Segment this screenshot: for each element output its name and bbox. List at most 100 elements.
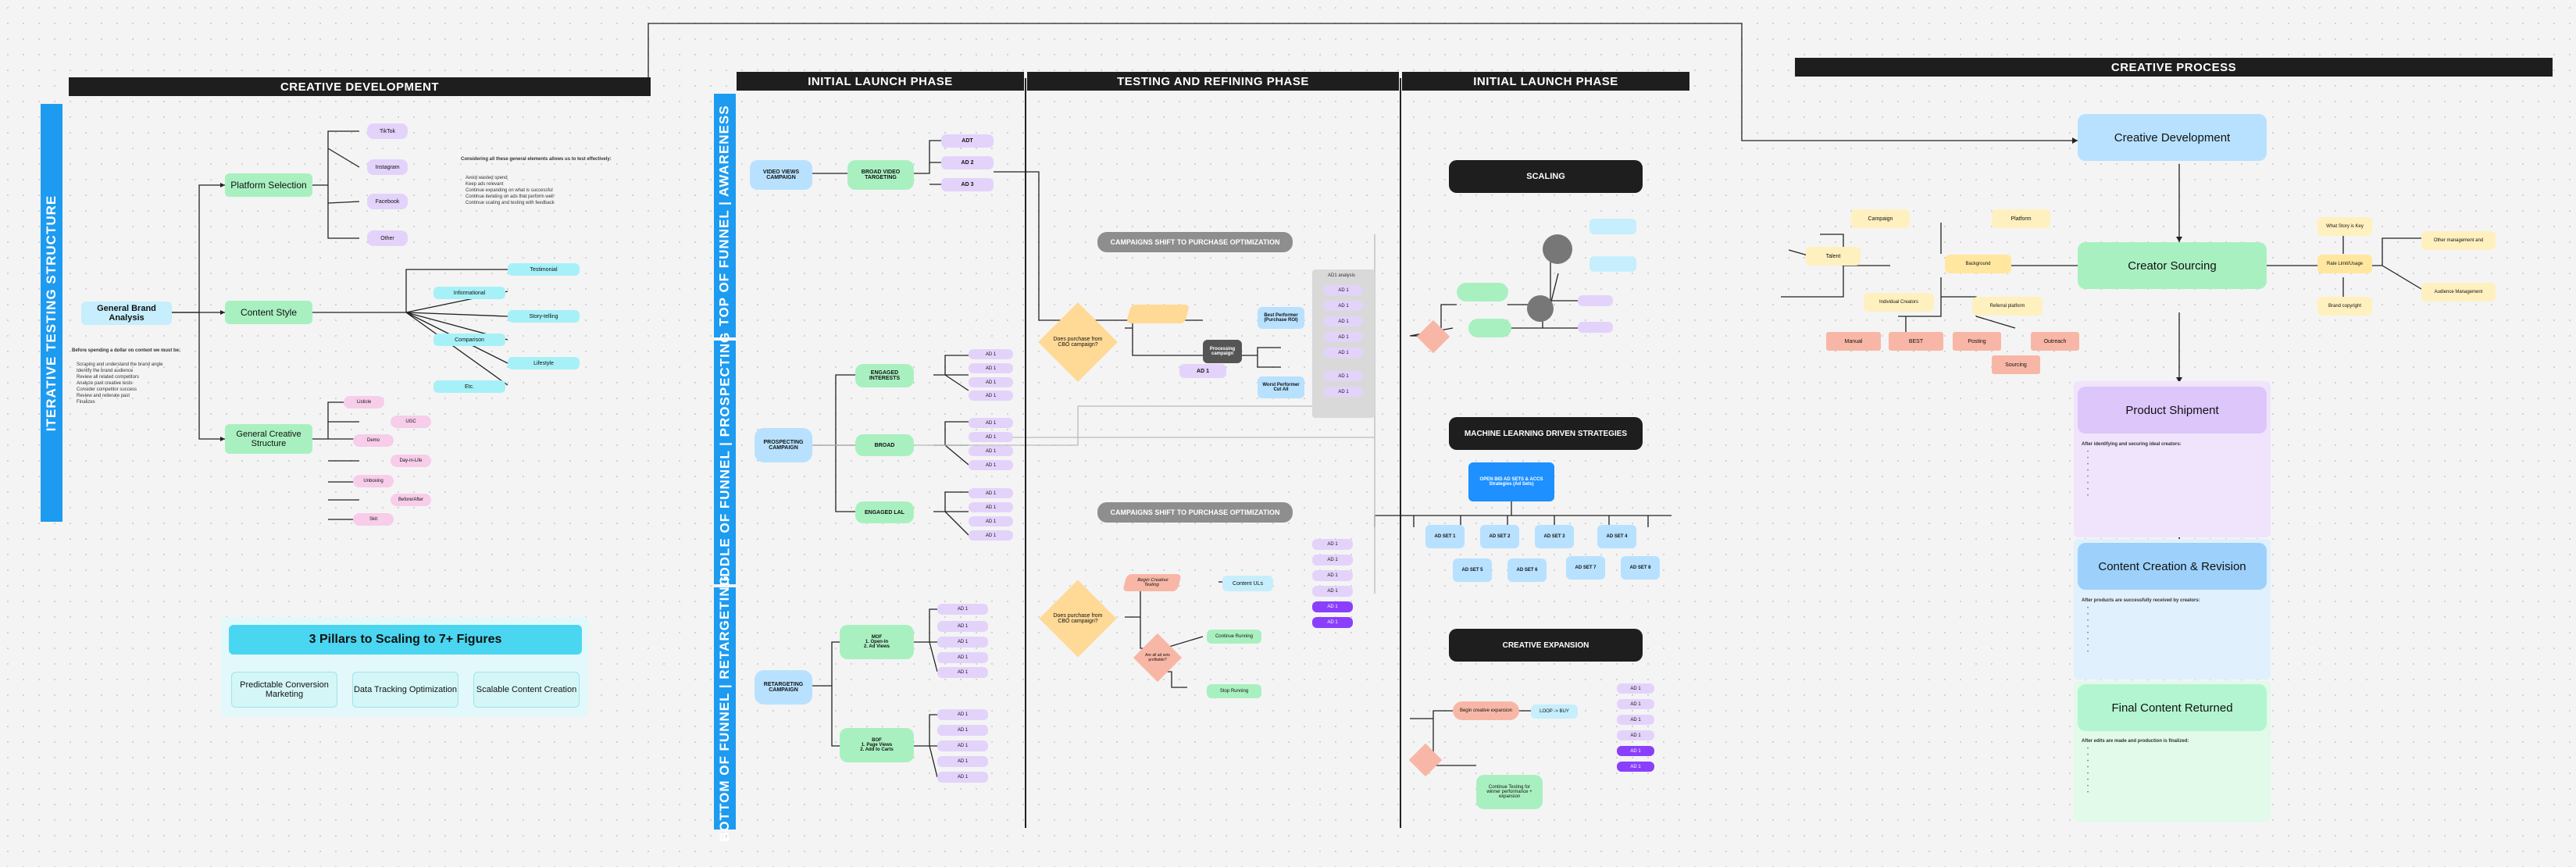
bofu-ad[interactable]: AD 1 bbox=[937, 709, 988, 720]
mofu-ad[interactable]: AD 1 bbox=[969, 488, 1013, 498]
expansion-ad[interactable]: AD 1 bbox=[1617, 683, 1654, 694]
analysis-ad[interactable]: AD 1 bbox=[1324, 301, 1363, 311]
platform-tiktok[interactable]: TikTok bbox=[367, 123, 408, 139]
scaling-out-1[interactable] bbox=[1589, 219, 1636, 234]
analysis-ad[interactable]: AD 1 bbox=[1324, 285, 1363, 295]
ml-adset-4[interactable]: AD SET 4 bbox=[1597, 525, 1636, 548]
testing-ad[interactable]: AD 1 bbox=[1312, 555, 1353, 566]
general-creative-structure[interactable]: General Creative Structure bbox=[225, 424, 312, 454]
sourcing-other-mgmt[interactable]: Other management and bbox=[2421, 231, 2496, 250]
ml-adset-3[interactable]: AD SET 3 bbox=[1535, 525, 1574, 548]
bofu-ad[interactable]: AD 1 bbox=[937, 604, 988, 615]
scaling-step-2[interactable] bbox=[1468, 319, 1511, 337]
ml-main[interactable]: OPEN BID AD SETS & ACCS Strategies (Ad S… bbox=[1468, 462, 1554, 501]
expansion-continue[interactable]: Continue Testing for winner performance … bbox=[1476, 775, 1543, 809]
structure-listicle[interactable]: Listicle bbox=[344, 396, 384, 409]
sourcing-tag-outreach[interactable]: Outreach bbox=[2031, 332, 2079, 351]
mofu-ad[interactable]: AD 1 bbox=[969, 363, 1013, 373]
sourcing-tag-sourcing[interactable]: Sourcing bbox=[1992, 355, 2040, 374]
mofu-ad[interactable]: AD 1 bbox=[969, 502, 1013, 512]
sourcing-individual[interactable]: Individual Creators bbox=[1864, 293, 1934, 312]
bofu-ad[interactable]: AD 1 bbox=[937, 652, 988, 663]
pillar-conversion[interactable]: Predictable Conversion Marketing bbox=[231, 672, 337, 708]
style-etc[interactable]: Etc. bbox=[433, 380, 505, 393]
expansion-begin[interactable]: Begin creative expansion bbox=[1453, 701, 1519, 720]
sourcing-tag-posting[interactable]: Posting bbox=[1953, 332, 2001, 351]
structure-ugc[interactable]: UGC bbox=[391, 416, 431, 428]
bofu-ad[interactable]: AD 1 bbox=[937, 756, 988, 767]
continue-running[interactable]: Continue Running bbox=[1207, 630, 1261, 644]
sourcing-audience-mgmt[interactable]: Audience Management bbox=[2421, 283, 2496, 301]
testing-ad-active[interactable]: AD 1 bbox=[1312, 617, 1353, 628]
tofu-ad-2[interactable]: AD 2 bbox=[941, 156, 994, 169]
mofu-engaged-interests[interactable]: ENGAGED INTERESTS bbox=[855, 364, 914, 387]
mofu-ad[interactable]: AD 1 bbox=[969, 432, 1013, 442]
sourcing-platform[interactable]: Platform bbox=[1992, 209, 2050, 228]
style-testimonial[interactable]: Testimonial bbox=[508, 263, 580, 276]
process-creative-development[interactable]: Creative Development bbox=[2078, 114, 2267, 161]
platform-facebook[interactable]: Facebook bbox=[367, 194, 408, 209]
expansion-ad-active[interactable]: AD 1 bbox=[1617, 746, 1654, 756]
sourcing-story[interactable]: What Story is Key bbox=[2317, 217, 2372, 236]
mofu-ad[interactable]: AD 1 bbox=[969, 349, 1013, 359]
scaling-step-1[interactable] bbox=[1457, 283, 1508, 301]
process-content-revision[interactable]: Content Creation & Revision bbox=[2078, 543, 2267, 590]
expansion-ad-active[interactable]: AD 1 bbox=[1617, 762, 1654, 772]
tofu-video-views[interactable]: VIDEO VIEWS CAMPAIGN bbox=[750, 160, 812, 190]
bofu-ad[interactable]: AD 1 bbox=[937, 772, 988, 783]
ml-adset-5[interactable]: AD SET 5 bbox=[1453, 558, 1492, 582]
scaling-out-2[interactable] bbox=[1589, 256, 1636, 272]
bofu-retargeting[interactable]: RETARGETING CAMPAIGN bbox=[755, 670, 812, 705]
ml-adset-7[interactable]: AD SET 7 bbox=[1566, 556, 1605, 580]
begin-creative-testing[interactable]: Begin Creative Testing bbox=[1122, 574, 1182, 591]
expansion-ad[interactable]: AD 1 bbox=[1617, 730, 1654, 740]
bofu-bof[interactable]: BOF 1. Page Views 2. Add to Carts bbox=[840, 728, 914, 762]
pillar-data-tracking[interactable]: Data Tracking Optimization bbox=[352, 672, 458, 708]
style-informational[interactable]: Informational bbox=[433, 287, 505, 299]
sourcing-campaign[interactable]: Campaign bbox=[1851, 209, 1910, 228]
analysis-ad[interactable]: AD 1 bbox=[1324, 371, 1363, 381]
decision-1[interactable]: Does purchase from CBO campaign? bbox=[1053, 337, 1103, 348]
mofu-ad[interactable]: AD 1 bbox=[969, 377, 1013, 387]
mofu-ad[interactable]: AD 1 bbox=[969, 516, 1013, 526]
mofu-engaged-lal[interactable]: ENGAGED LAL bbox=[855, 501, 914, 523]
sourcing-referral[interactable]: Referral platform bbox=[1972, 297, 2043, 316]
scaling-out-4[interactable] bbox=[1578, 322, 1613, 333]
mofu-prospecting[interactable]: PROSPECTING CAMPAIGN bbox=[755, 428, 812, 462]
analysis-ad[interactable]: AD 1 bbox=[1324, 332, 1363, 342]
testing-ad[interactable]: AD 1 bbox=[1312, 539, 1353, 550]
mofu-ad[interactable]: AD 1 bbox=[969, 446, 1013, 456]
tofu-ad-3[interactable]: AD 3 bbox=[941, 178, 994, 191]
ml-adset-6[interactable]: AD SET 6 bbox=[1507, 558, 1547, 582]
bofu-ad[interactable]: AD 1 bbox=[937, 740, 988, 751]
scaling-out-3[interactable] bbox=[1578, 295, 1613, 306]
mofu-ad[interactable]: AD 1 bbox=[969, 391, 1013, 401]
structure-unboxing[interactable]: Unboxing bbox=[353, 475, 394, 487]
bofu-mof[interactable]: MOF 1. Open-In 2. Ad Views bbox=[840, 625, 914, 659]
bofu-ad[interactable]: AD 1 bbox=[937, 667, 988, 678]
ml-adset-2[interactable]: AD SET 2 bbox=[1480, 525, 1519, 548]
content-uls[interactable]: Content ULs bbox=[1222, 576, 1273, 591]
mofu-ad[interactable]: AD 1 bbox=[969, 530, 1013, 541]
platform-selection[interactable]: Platform Selection bbox=[225, 173, 312, 197]
ml-adset-8[interactable]: AD SET 8 bbox=[1621, 556, 1660, 580]
style-lifestyle[interactable]: Lifestyle bbox=[508, 357, 580, 369]
analysis-ad[interactable]: AD 1 bbox=[1324, 316, 1363, 326]
bofu-ad[interactable]: AD 1 bbox=[937, 621, 988, 632]
testing-ad[interactable]: AD 1 bbox=[1312, 570, 1353, 581]
stop-running[interactable]: Stop Running bbox=[1207, 684, 1261, 698]
analysis-ad[interactable]: AD 1 bbox=[1324, 387, 1363, 397]
structure-skit[interactable]: Skit bbox=[353, 513, 394, 526]
mofu-ad[interactable]: AD 1 bbox=[969, 418, 1013, 428]
mofu-ad[interactable]: AD 1 bbox=[969, 460, 1013, 470]
process-creator-sourcing[interactable]: Creator Sourcing bbox=[2078, 242, 2267, 289]
bofu-ad[interactable]: AD 1 bbox=[937, 637, 988, 648]
best-performer[interactable]: Best Performer (Purchase ROI) bbox=[1258, 307, 1304, 329]
expansion-ad[interactable]: AD 1 bbox=[1617, 715, 1654, 725]
decision-2[interactable]: Does purchase from CBO campaign? bbox=[1053, 613, 1103, 624]
content-style[interactable]: Content Style bbox=[225, 301, 312, 324]
general-brand-analysis[interactable]: General Brand Analysis bbox=[81, 301, 172, 325]
expansion-ad[interactable]: AD 1 bbox=[1617, 699, 1654, 709]
process-product-shipment[interactable]: Product Shipment bbox=[2078, 387, 2267, 434]
mofu-broad[interactable]: BROAD bbox=[855, 434, 914, 456]
